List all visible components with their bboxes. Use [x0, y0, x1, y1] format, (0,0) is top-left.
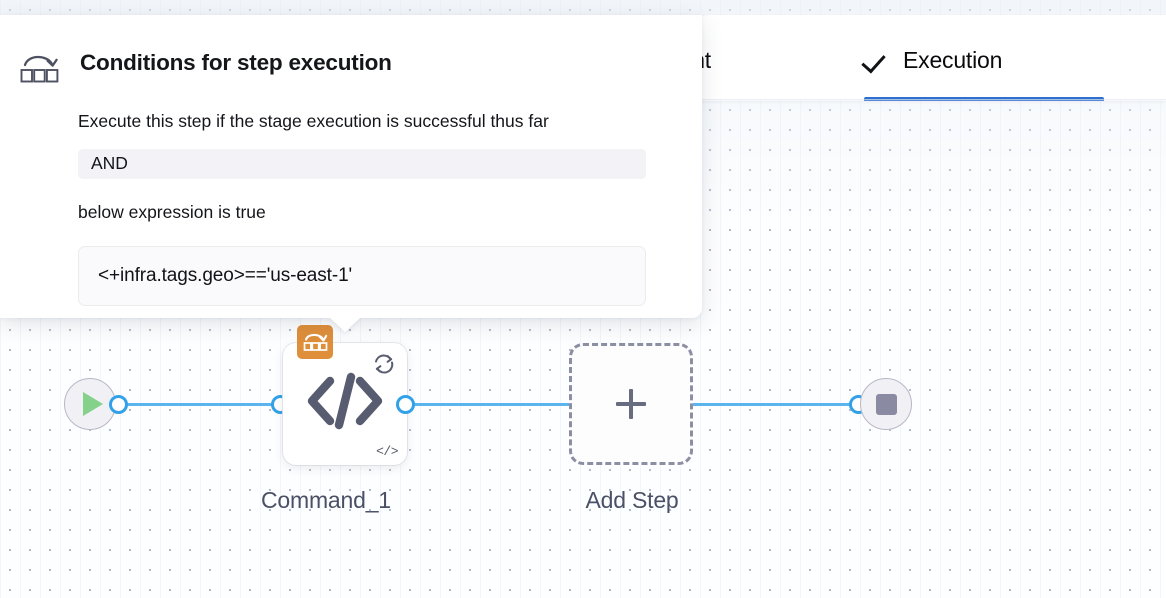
retry-loop-icon: [371, 351, 397, 377]
operator-value: AND: [91, 153, 128, 174]
popover-arrow: [329, 317, 361, 332]
add-step-label: Add Step: [585, 487, 679, 513]
end-node[interactable]: [860, 378, 912, 430]
popover-title: Conditions for step execution: [80, 50, 392, 75]
operator-field: AND: [78, 148, 646, 179]
tab-execution[interactable]: Execution: [864, 15, 1002, 101]
plus-icon-vertical: [629, 389, 633, 419]
connector-start-out[interactable]: [109, 395, 128, 414]
check-icon: [864, 49, 890, 71]
popover-description: Execute this step if the stage execution…: [78, 111, 549, 131]
edge-command-to-addstep: [400, 403, 580, 406]
connector-command-out[interactable]: [396, 395, 415, 414]
step-label-command: Command_1: [261, 487, 391, 513]
add-step-button[interactable]: [569, 343, 693, 465]
edge-addstep-to-end: [686, 403, 866, 406]
expression-value: <+infra.tags.geo>=='us-east-1': [98, 265, 353, 287]
tab-execution-label: Execution: [903, 46, 1003, 73]
expression-field: <+infra.tags.geo>=='us-east-1': [78, 246, 646, 307]
conditional-execution-icon: [18, 50, 60, 88]
condition-label: below expression is true: [78, 201, 266, 222]
popover-body: Execute this step if the stage execution…: [18, 110, 672, 307]
edge-start-to-command: [108, 403, 288, 406]
conditions-popover: Conditions for step execution Execute th…: [0, 15, 702, 318]
tab-bar-baseline: [698, 99, 1166, 101]
step-node-command[interactable]: </>: [283, 325, 407, 465]
popover-header: Conditions for step execution: [18, 41, 672, 88]
stop-icon: [875, 393, 897, 415]
code-brackets-icon: [283, 351, 407, 451]
tab-bar: ronment Execution: [698, 15, 1166, 101]
play-icon: [83, 392, 103, 416]
conditional-execution-icon[interactable]: [297, 325, 333, 359]
code-brackets-mini-icon: </>: [376, 444, 398, 459]
